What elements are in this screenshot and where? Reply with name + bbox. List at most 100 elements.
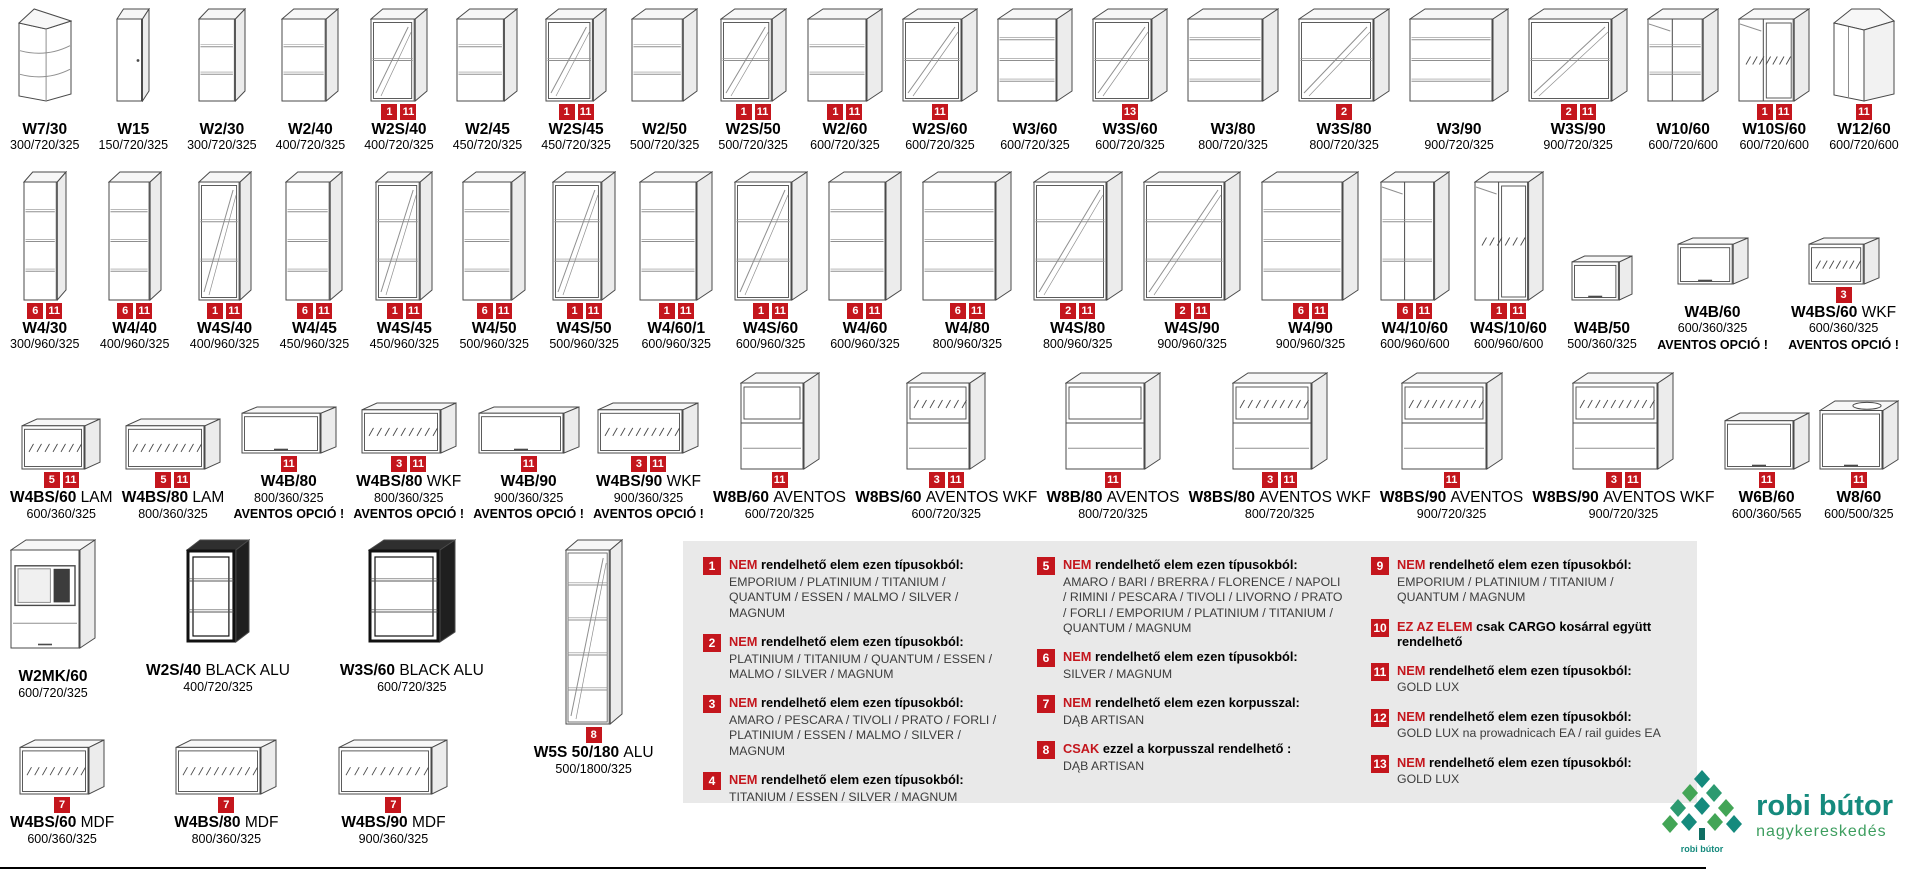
cabinet-dims: 900/720/325 — [1416, 506, 1487, 521]
cabinet-name: W5S 50/180 ALU — [533, 744, 654, 762]
cabinet-name: W3S/60 — [1102, 121, 1158, 138]
cabinet-name: W4B/90 — [500, 473, 557, 491]
cabinet-name: W3/60 — [1012, 121, 1058, 138]
cabinet-name: W2/30 — [199, 121, 245, 138]
restriction-badge-3: 3 — [1262, 472, 1279, 489]
restriction-badge-11: 11 — [585, 303, 602, 320]
cabinet-drawing — [1092, 8, 1169, 102]
cabinet-drawing — [631, 8, 699, 102]
restriction-badge-11: 11 — [136, 303, 153, 320]
legend-lead: CSAK — [1063, 741, 1100, 757]
restriction-badge-6: 6 — [476, 303, 493, 320]
restriction-badge-1: 1 — [558, 104, 575, 120]
cabinet-dims: 450/960/325 — [279, 337, 350, 352]
legend-text: NEM rendelhető elem ezen típusokból:EMPO… — [729, 557, 1009, 621]
cabinet-dims: 500/960/325 — [549, 337, 619, 352]
legend-text: NEM rendelhető elem ezen típusokból:AMAR… — [729, 695, 1009, 759]
badge-row: 7 — [218, 796, 235, 814]
badge-row: 11 — [280, 455, 297, 473]
restriction-badge-6: 6 — [949, 303, 966, 320]
legend-text: NEM rendelhető elem ezen típusokból:AMAR… — [1063, 557, 1343, 636]
cabinet-dims: 600/360/325 — [27, 831, 97, 846]
badge-row: 11 — [1758, 471, 1775, 489]
legend-lead: NEM — [729, 772, 758, 788]
cabinet-name: W4BS/90 MDF — [341, 814, 446, 832]
cabinet-drawing — [1724, 412, 1810, 471]
restriction-badge-11: 11 — [495, 303, 512, 320]
cabinet-dims: 600/720/325 — [377, 679, 447, 694]
cabinet-name: W4BS/80 WKF — [356, 473, 462, 491]
cabinet-drawing — [733, 171, 808, 302]
cabinet-dims: 500/720/325 — [629, 138, 700, 153]
legend-badge-13: 13 — [1371, 754, 1389, 773]
cabinet-drawing — [456, 8, 519, 102]
cabinet-dims: 800/720/325 — [1198, 138, 1268, 153]
cabinet-suffix: MDF — [411, 814, 446, 832]
cabinet-suffix: BLACK ALU — [399, 662, 484, 680]
cabinet-dims: 800/720/325 — [1078, 506, 1148, 521]
cabinet-name: W8/60 — [1836, 489, 1882, 507]
aventos-note: AVENTOS OPCIÓ ! — [1788, 338, 1899, 353]
cabinet-drawing — [597, 402, 699, 454]
aventos-note: AVENTOS OPCIÓ ! — [473, 507, 584, 522]
aventos-note: AVENTOS OPCIÓ ! — [593, 507, 704, 522]
legend-body: AMARO / BARI / BRERRA / FLORENCE / NAPOL… — [1063, 574, 1343, 636]
cabinet-dims: 500/360/325 — [1567, 337, 1637, 352]
restriction-badge-11: 11 — [1416, 303, 1433, 320]
cabinet-dims: 900/720/325 — [1424, 138, 1494, 153]
cabinet-dims: 800/360/325 — [191, 831, 262, 846]
restriction-badge-1: 1 — [658, 303, 675, 320]
cabinet-drawing — [1261, 171, 1360, 302]
cabinet-name: W8B/80 AVENTOS — [1046, 489, 1180, 507]
cabinet-suffix: AVENTOS WKF — [925, 489, 1038, 507]
cabinet-drawing — [1231, 372, 1328, 471]
cabinet-drawing — [1738, 8, 1811, 102]
cabinet-drawing — [719, 8, 787, 102]
legend-body: EMPORIUM / PLATINIUM / TITANIUM / QUANTU… — [729, 574, 959, 620]
cabinet-name: W4BS/90 WKF — [595, 473, 702, 491]
cabinet-name: W10/60 — [1656, 121, 1710, 138]
cabinet-dims: 600/720/325 — [810, 138, 880, 153]
restriction-badge-2: 2 — [1560, 104, 1577, 120]
restriction-badge-11: 11 — [931, 104, 948, 120]
legend-body: TITANIUM / ESSEN / SILVER / MAGNUM — [729, 789, 958, 804]
cabinet-dims: 600/720/325 — [905, 138, 975, 153]
legend-badge-10: 10 — [1371, 618, 1389, 637]
cabinet-drawing — [478, 406, 580, 454]
cabinet-suffix: AVENTOS WKF — [1259, 489, 1371, 507]
cabinet-drawing — [369, 8, 428, 102]
cabinet-dims: 600/720/325 — [911, 506, 981, 521]
restriction-badge-5: 5 — [43, 472, 60, 489]
cabinet-name: W2S/45 — [548, 121, 604, 138]
cabinet-drawing — [107, 171, 162, 302]
restriction-badge-1: 1 — [566, 303, 583, 320]
cabinet-dims: 400/720/325 — [275, 138, 346, 153]
restriction-badge-8: 8 — [585, 727, 602, 744]
